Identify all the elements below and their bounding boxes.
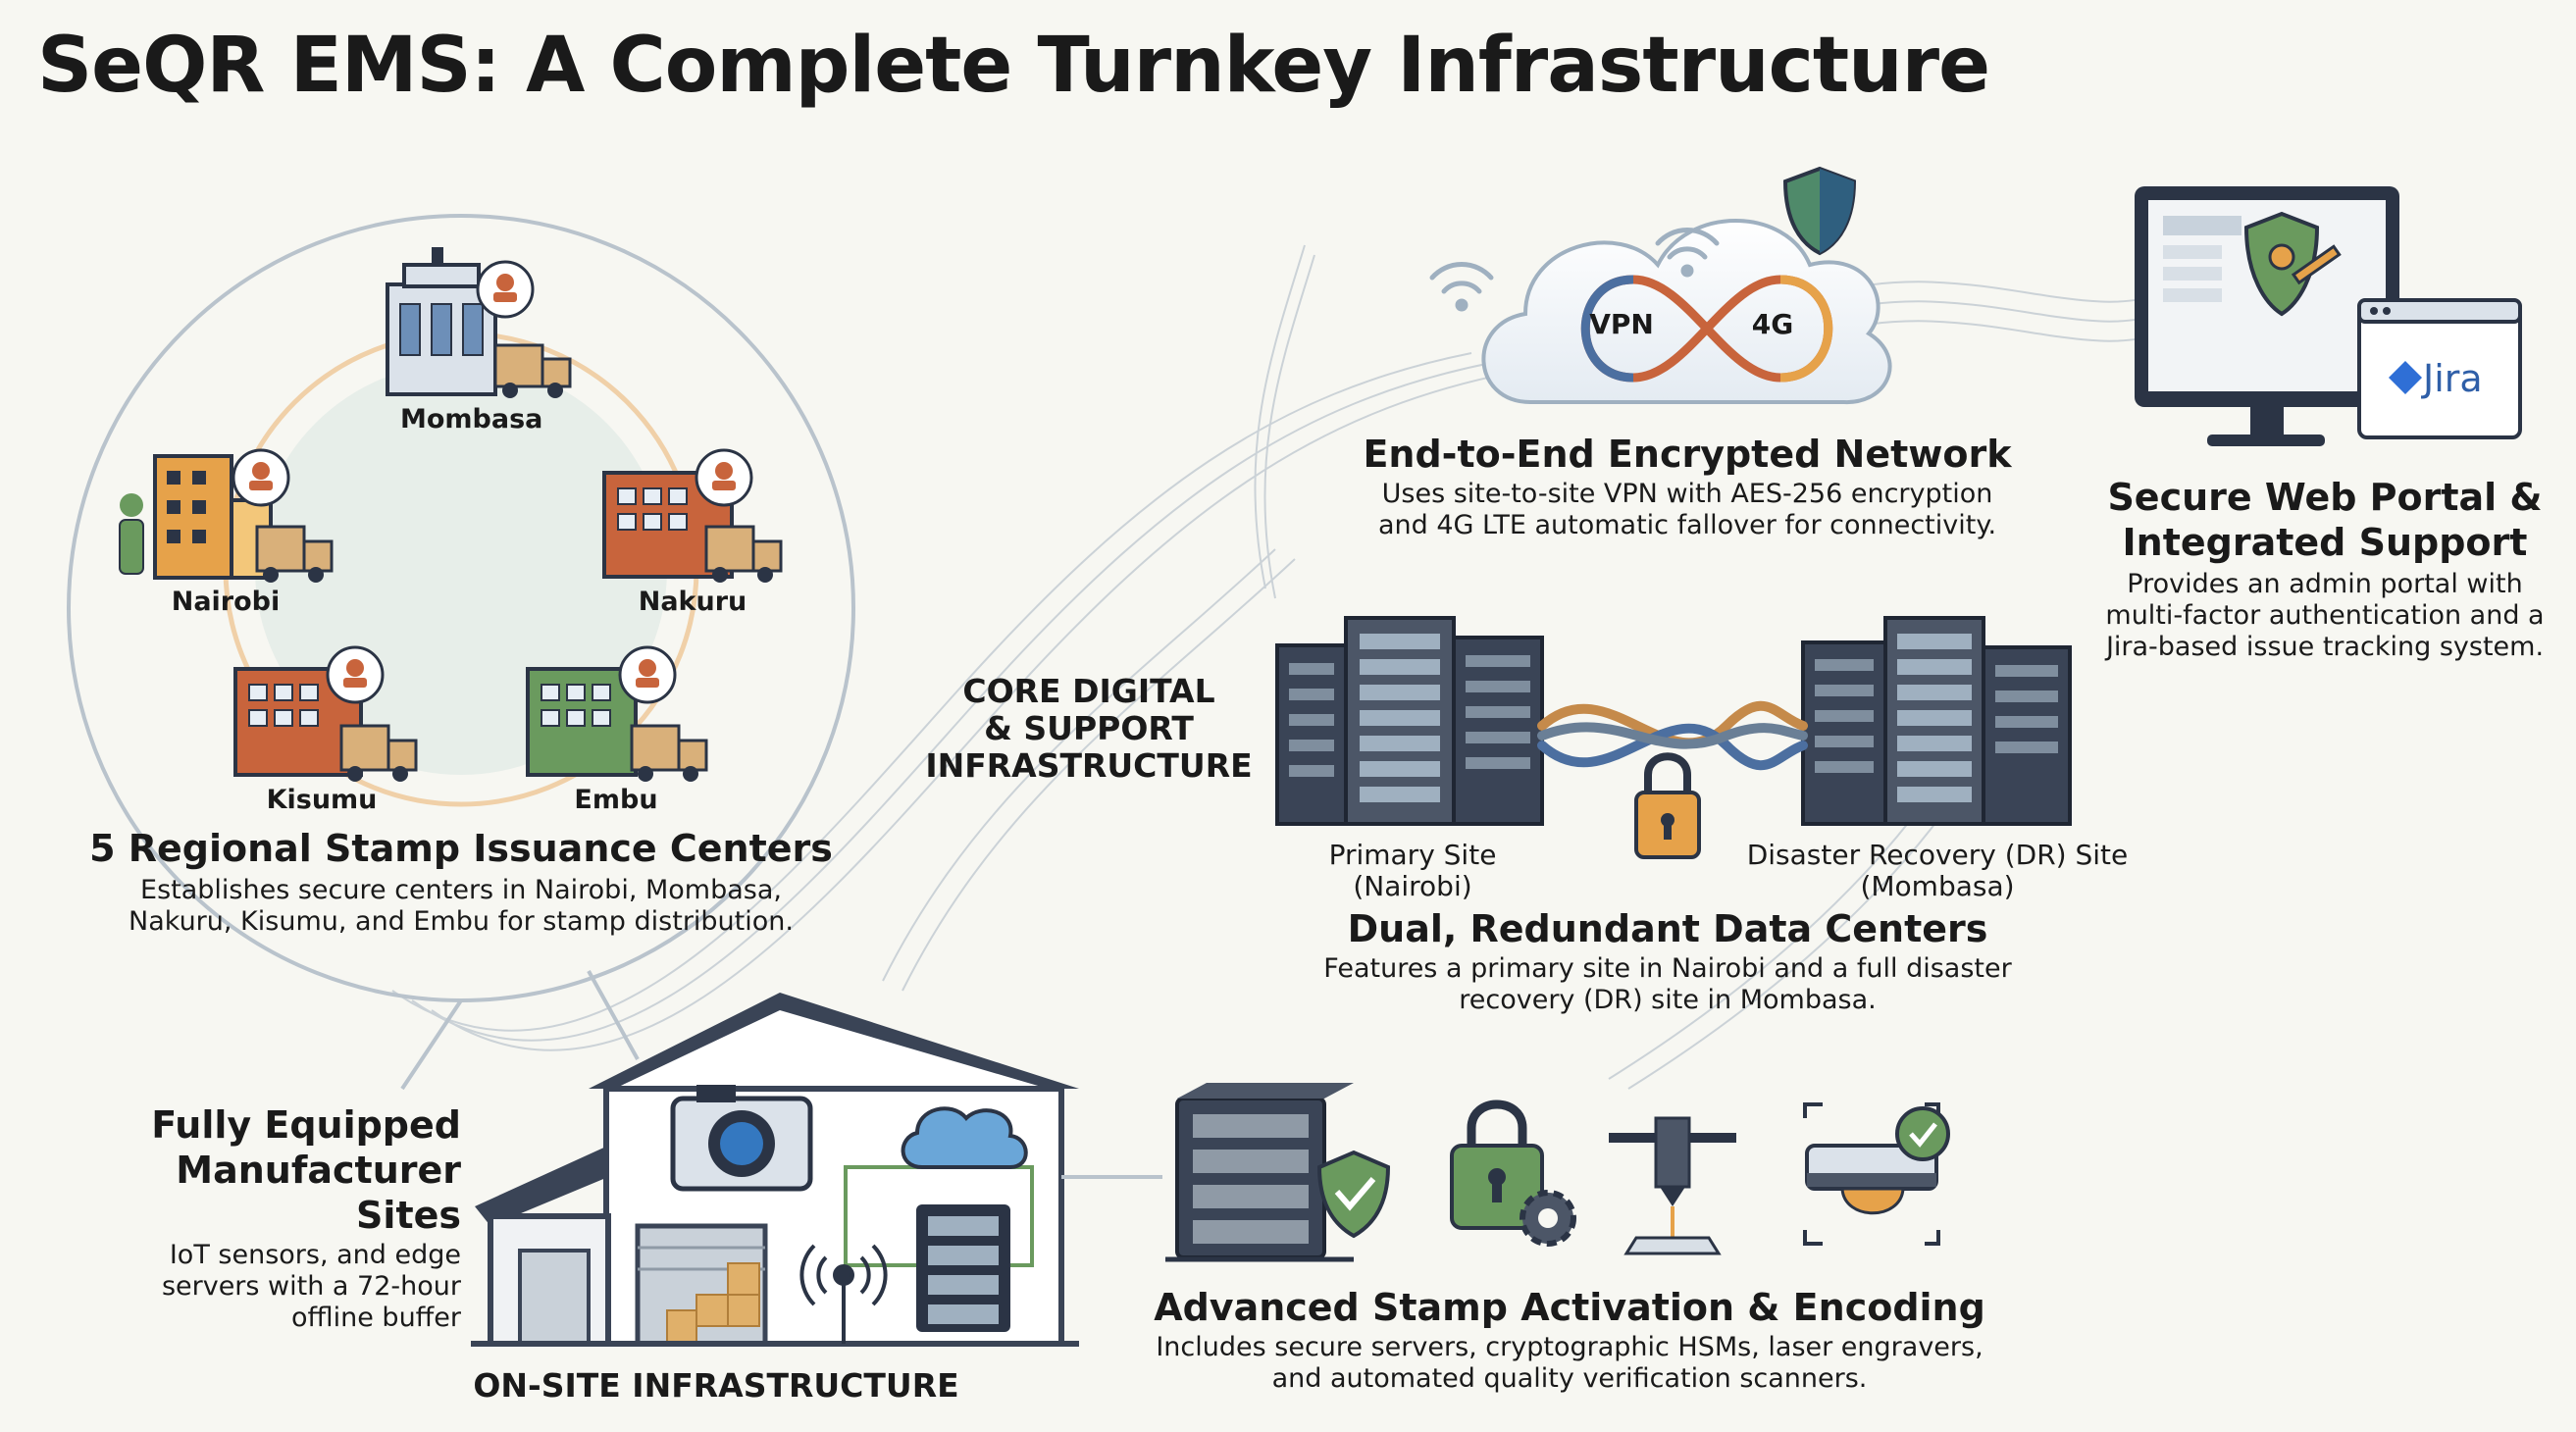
activation-desc-line-2: and automated quality verification scann… [1271,1363,1868,1394]
nakuru-building-icon [602,448,783,583]
wifi-icon [1429,228,1720,312]
network-heading: End-to-End Encrypted Network [1363,433,2012,476]
portal-heading-line-2: Integrated Support [2122,521,2528,564]
primary-site-city: (Nairobi) [1353,870,1472,902]
jira-window [2357,298,2522,439]
secure-server-icon [1165,1083,1391,1262]
shield-icon [1782,166,1857,256]
datacenters-desc-line-1: Features a primary site in Nairobi and a… [1323,953,2012,984]
core-label-line-1: CORE DIGITAL [962,672,1215,710]
portal-heading-line-1: Secure Web Portal & [2107,476,2543,519]
network-desc-line-2: and 4G LTE automatic fallover for connec… [1377,510,1997,540]
hsm-lock-gear-icon [1450,1100,1576,1247]
vpn-label: VPN [1589,308,1654,340]
manufacturer-desc-line-2: servers with a 72-hour [161,1271,461,1302]
city-label-nairobi: Nairobi [171,587,281,617]
mombasa-building-icon [386,247,572,398]
dr-server-icon [1801,616,2072,826]
city-label-nakuru: Nakuru [638,587,747,617]
manufacturer-heading-line-2: Manufacturer Sites [176,1149,461,1237]
regional-heading: 5 Regional Stamp Issuance Centers [89,827,833,870]
datacenters-desc-line-2: recovery (DR) site in Mombasa. [1459,985,1877,1015]
core-label-line-2: & SUPPORT [984,709,1194,747]
primary-site-label: Primary Site (Nairobi) [1256,840,1570,902]
edge-server-icon [916,1204,1010,1332]
camera-icon [670,1085,813,1192]
cloud-icon [1481,219,1892,405]
onsite-label: ON-SITE INFRASTRUCTURE [473,1366,959,1405]
city-label-mombasa: Mombasa [400,404,543,435]
manufacturer-desc-line-3: offline buffer [291,1303,461,1333]
core-label-line-3: INFRASTRUCTURE [925,746,1253,785]
portal-desc-line-3: Jira-based issue tracking system. [2105,632,2545,662]
city-label-kisumu: Kisumu [266,785,378,815]
manufacturer-desc-line-1: IoT sensors, and edge [169,1240,461,1270]
monitor-icon [2135,186,2399,446]
dr-site-city: (Mombasa) [1860,870,2015,902]
network-desc-line-1: Uses site-to-site VPN with AES-256 encry… [1381,479,1993,509]
manufacturer-heading-line-1: Fully Equipped [151,1103,461,1147]
portal-section: Secure Web Portal & Integrated Support P… [2070,475,2576,663]
network-section: End-to-End Encrypted Network Uses site-t… [1334,432,2040,541]
activation-section: Advanced Stamp Activation & Encoding Inc… [1128,1285,2011,1395]
datacenters-section: Dual, Redundant Data Centers Features a … [1295,906,2040,1016]
jira-label: Jira [2423,357,2483,400]
redundant-link-cable [1537,700,1808,771]
primary-site-name: Primary Site [1328,839,1497,871]
portal-desc-line-1: Provides an admin portal with [2127,569,2523,599]
regional-section: 5 Regional Stamp Issuance Centers Establ… [69,826,853,938]
connection-lines [391,244,2159,1090]
laser-engraver-icon [1609,1116,1736,1255]
manufacturer-section: Fully Equipped Manufacturer Sites IoT se… [59,1102,461,1334]
primary-server-icon [1275,616,1544,826]
portal-desc-line-2: multi-factor authentication and a [2105,600,2545,631]
dr-site-name: Disaster Recovery (DR) Site [1746,839,2129,871]
dr-site-label: Disaster Recovery (DR) Site (Mombasa) [1736,840,2138,902]
jira-logo-icon [2389,361,2422,394]
verification-scanner-icon [1803,1102,1950,1246]
page-title: SeQR EMS: A Complete Turnkey Infrastruct… [37,22,1990,110]
core-label: CORE DIGITAL & SUPPORT INFRASTRUCTURE [922,673,1256,785]
kisumu-building-icon [233,645,418,782]
lte-label: 4G [1751,308,1794,340]
embu-building-icon [526,645,708,782]
padlock-icon [1634,752,1701,859]
regional-desc-line-2: Nakuru, Kisumu, and Embu for stamp distr… [129,906,794,937]
activation-heading: Advanced Stamp Activation & Encoding [1154,1286,1985,1329]
iot-signal-icon [799,1244,888,1344]
nairobi-building-icon [119,448,334,583]
activation-desc-line-1: Includes secure servers, cryptographic H… [1156,1332,1984,1362]
datacenters-heading: Dual, Redundant Data Centers [1347,907,1988,950]
regional-desc-line-1: Establishes secure centers in Nairobi, M… [140,875,782,905]
city-label-embu: Embu [574,785,658,815]
